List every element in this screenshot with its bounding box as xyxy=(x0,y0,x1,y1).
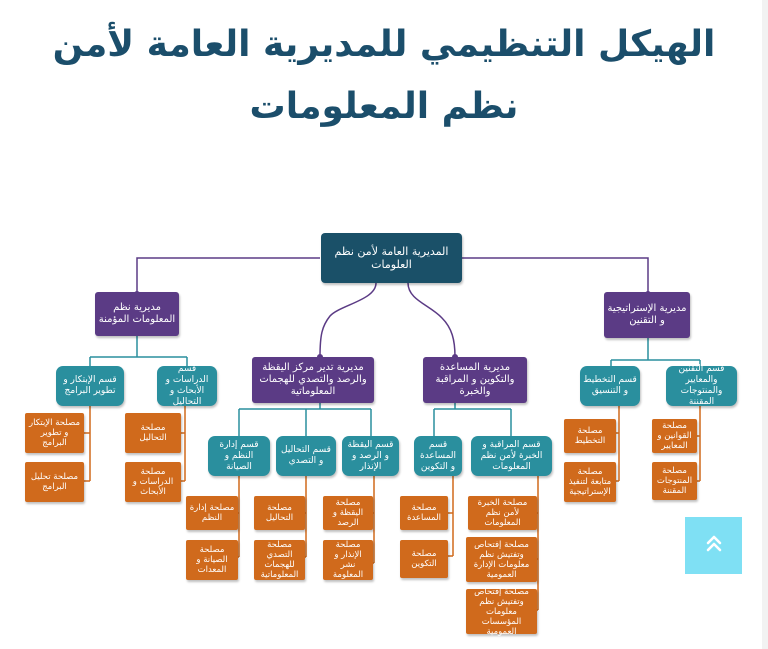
directorate-assistance-training: مديرية المساعدة والتكوين و المراقبة والخ… xyxy=(423,357,527,403)
department-regulation: قسم التقنين والمعايير والمنتوجات المقننة xyxy=(666,364,737,407)
double-chevron-up-icon xyxy=(703,533,725,558)
page-scrollbar[interactable] xyxy=(762,0,768,649)
service-innovation-dev: مصلحة الإبتكار و تطوير البرامج xyxy=(25,413,84,453)
service-vigilance: مصلحة اليقظة و الرصد xyxy=(323,496,373,530)
service-laws-standards: مصلحة القوانين و المعايير xyxy=(652,419,697,453)
service-expertise: مصلحة الخبرة لأمن نظم المعلومات xyxy=(468,496,537,530)
root-node: المديرية العامة لأمن نظم العلومات xyxy=(321,233,462,283)
service-alert: مصلحة الإنذار و نشر المعلومة xyxy=(323,540,373,580)
department-systems-management: قسم إدارة النظم و الصيانة xyxy=(208,436,270,476)
directorate-strategy-regulation: مديرية الإستراتيجية و التقنين xyxy=(604,292,690,338)
service-certified-products: مصلحة المنتوجات المقننة xyxy=(652,462,697,500)
service-studies-research: مصلحة الدراسات و الأبحاث xyxy=(125,462,181,502)
department-vigilance: قسم اليقظة و الرصد و الإنذار xyxy=(342,436,399,476)
department-planning: قسم التخطيط و التنسيق xyxy=(580,366,640,406)
service-analyses: مصلحة التحاليل xyxy=(125,413,181,453)
service-planning: مصلحة التخطيط xyxy=(564,419,616,453)
service-analysis: مصلحة التحاليل xyxy=(254,496,305,530)
service-training: مصلحة التكوين xyxy=(400,540,448,578)
directorate-secure-systems: مديرية نظم المعلومات المؤمنة xyxy=(95,292,179,336)
page-title: الهيكل التنظيمي للمديرية العامة لأمن نظم… xyxy=(52,24,716,127)
department-control-expertise: قسم المراقبة و الخبرة لأمن نظم المعلومات xyxy=(471,436,552,476)
service-systems-admin: مصلحة إدارة النظم xyxy=(186,496,238,530)
service-response: مصلحة التصدي للهجمات المعلوماتية xyxy=(254,540,305,580)
directorate-monitoring-center: مديرية تدير مركز اليقظة والرصد والتصدي ل… xyxy=(252,357,374,403)
scroll-to-top-button[interactable] xyxy=(685,517,742,574)
service-assistance: مصلحة المساعدة xyxy=(400,496,448,530)
department-analysis-response: قسم التحاليل و التصدي xyxy=(276,436,336,476)
service-software-analysis: مصلحة تحليل البرامج xyxy=(25,462,84,502)
department-innovation: قسم الإبتكار و تطوير البرامج xyxy=(56,366,124,406)
service-inspect-public-admin: مصلحة إفتحاص وتفتيش نظم معلومات الإدارة … xyxy=(466,537,537,582)
service-inspect-public-institutions: مصلحة إفتحاص وتفتيش نظم معلومات المؤسسات… xyxy=(466,587,537,637)
department-studies: قسم الدراسات و الأبحاث و التحاليل xyxy=(157,364,217,407)
department-assistance-training: قسم المساعدة و التكوين xyxy=(414,436,462,476)
service-maintenance: مصلحة الصيانة و المعدات xyxy=(186,540,238,580)
service-strategy-followup: مصلحة متابعة لتنفيذ الإستراتيجية xyxy=(564,462,616,502)
